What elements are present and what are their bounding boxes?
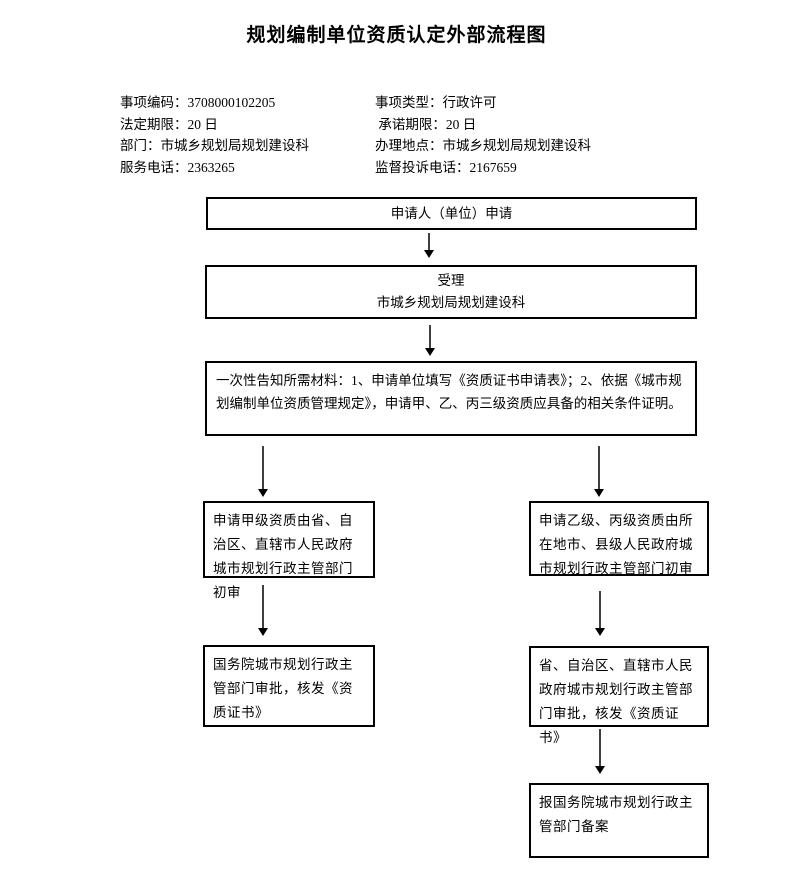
flow-node-yibing-approval: 省、自治区、直辖市人民政府城市规划行政主管部门审批，核发《资质证书》 [529, 646, 709, 745]
flow-node-apply: 申请人（单位）申请 [206, 197, 697, 230]
flow-node-filing-label: 报国务院城市规划行政主管部门备案 [539, 795, 693, 834]
arrow-down-icon [424, 250, 434, 258]
info-column-left: 事项编码：3708000102205 法定期限：20 日 部门：市城乡规划局规划… [120, 92, 309, 178]
arrow-jia-review-to-approval [258, 585, 268, 636]
page-title: 规划编制单位资质认定外部流程图 [246, 25, 547, 46]
flow-node-apply-label: 申请人（单位）申请 [390, 206, 513, 221]
info-line-promise-period: 承诺期限：20 日 [375, 116, 477, 132]
flow-node-filing: 报国务院城市规划行政主管部门备案 [529, 783, 709, 858]
info-line-location: 办理地点：市城乡规划局规划建设科 [375, 138, 591, 153]
flow-node-jia-initial-review-label: 申请甲级资质由省、自治区、直辖市人民政府城市规划行政主管部门初审 [213, 513, 353, 600]
flow-node-accept-dept: 市城乡规划局规划建设科 [376, 295, 526, 310]
arrow-yibing-review-to-approval [595, 591, 605, 636]
flow-node-yibing-initial-review: 申请乙级、丙级资质由所在地市、县级人民政府城市规划行政主管部门初审 [529, 501, 709, 576]
arrow-shaft [428, 233, 430, 250]
flow-node-jia-approval-label: 国务院城市规划行政主管部门审批，核发《资质证书》 [213, 657, 353, 720]
arrow-down-icon [595, 766, 605, 774]
flow-node-yibing-initial-review-label: 申请乙级、丙级资质由所在地市、县级人民政府城市规划行政主管部门初审 [539, 513, 693, 576]
arrow-shaft [599, 729, 601, 766]
info-line-item-code: 事项编码：3708000102205 [120, 95, 276, 110]
flow-node-accept-title: 受理 [437, 273, 465, 288]
arrow-shaft [429, 325, 431, 348]
info-line-legal-period: 法定期限：20 日 [120, 116, 218, 132]
info-column-right: 事项类型：行政许可 承诺期限：20 日 办理地点：市城乡规划局规划建设科 监督投… [375, 92, 591, 178]
arrow-shaft [262, 446, 264, 489]
info-line-complaint-phone: 监督投诉电话：2167659 [375, 159, 517, 175]
arrow-shaft [598, 446, 600, 489]
info-line-item-type: 事项类型：行政许可 [375, 95, 497, 110]
flow-node-materials: 一次性告知所需材料：1、申请单位填写《资质证书申请表》；2、依据《城市规划编制单… [205, 361, 697, 436]
arrow-down-icon [595, 628, 605, 636]
arrow-shaft [262, 585, 264, 628]
arrow-materials-to-yibing-review [594, 446, 604, 497]
arrow-materials-to-jia-review [258, 446, 268, 497]
flow-node-accept: 受理 市城乡规划局规划建设科 [205, 265, 697, 319]
info-line-service-phone: 服务电话：2363265 [120, 159, 235, 175]
info-line-department: 部门：市城乡规划局规划建设科 [120, 138, 309, 153]
arrow-down-icon [594, 489, 604, 497]
flow-node-materials-label: 一次性告知所需材料：1、申请单位填写《资质证书申请表》；2、依据《城市规划编制单… [216, 373, 682, 411]
flow-node-jia-approval: 国务院城市规划行政主管部门审批，核发《资质证书》 [203, 645, 375, 727]
flow-node-jia-initial-review: 申请甲级资质由省、自治区、直辖市人民政府城市规划行政主管部门初审 [203, 501, 375, 600]
arrow-accept-to-materials [425, 325, 435, 356]
arrow-down-icon [425, 348, 435, 356]
arrow-down-icon [258, 628, 268, 636]
arrow-down-icon [258, 489, 268, 497]
arrow-apply-to-accept [424, 233, 434, 258]
arrow-shaft [599, 591, 601, 628]
arrow-approval-to-filing [595, 729, 605, 774]
flow-node-yibing-approval-label: 省、自治区、直辖市人民政府城市规划行政主管部门审批，核发《资质证书》 [539, 658, 693, 745]
